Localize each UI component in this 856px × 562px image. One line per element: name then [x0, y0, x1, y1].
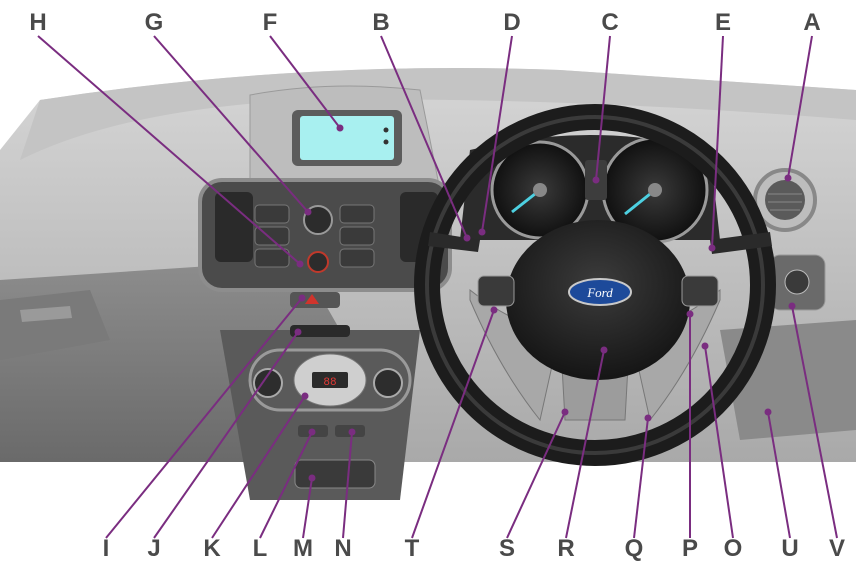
leader-line-v: [791, 305, 838, 539]
callout-letter-h: H: [29, 9, 46, 36]
callout-letter-g: G: [145, 9, 164, 36]
leader-line-n: [342, 431, 353, 539]
leader-dot-h: [296, 260, 304, 268]
steering-wheel: Ford: [414, 104, 776, 466]
callout-letter-f: F: [263, 9, 278, 36]
light-switch: [769, 254, 826, 311]
callout-letter-e: E: [715, 9, 731, 36]
callout-letter-l: L: [253, 535, 268, 562]
leader-line-i: [105, 297, 303, 539]
callout-letter-k: K: [203, 535, 221, 562]
leader-line-k: [211, 395, 306, 539]
leader-dot-d: [478, 228, 486, 236]
temp-knob: [253, 368, 283, 398]
leader-line-a: [787, 35, 813, 179]
leader-dot-u: [764, 408, 772, 416]
leader-dot-l: [308, 428, 316, 436]
hazard-triangle-icon: [305, 294, 319, 304]
callout-letter-q: Q: [625, 535, 644, 562]
callout-letter-i: I: [103, 535, 110, 562]
callout-letter-r: R: [557, 535, 574, 562]
leader-line-e: [711, 35, 724, 249]
callout-letter-m: M: [293, 535, 313, 562]
callout-letter-c: C: [601, 9, 618, 36]
leader-dot-s: [561, 408, 569, 416]
callout-letter-u: U: [781, 535, 798, 562]
vent-slot: [290, 325, 350, 337]
display-unit: [292, 110, 402, 166]
leader-dot-r: [600, 346, 608, 354]
leader-line-j: [153, 331, 299, 539]
fan-knob: [373, 368, 403, 398]
leader-dot-e: [708, 244, 716, 252]
leader-dot-o: [701, 342, 709, 350]
callout-letter-s: S: [499, 535, 515, 562]
display-screen: [300, 116, 394, 160]
storage-tray: [294, 459, 376, 489]
callout-letter-d: D: [503, 9, 520, 36]
brand-badge: [568, 278, 632, 306]
leader-dot-p: [686, 310, 694, 318]
leader-line-t: [411, 309, 495, 539]
callout-letter-j: J: [147, 535, 160, 562]
callout-letter-v: V: [829, 535, 845, 562]
leader-line-f: [269, 35, 341, 129]
leader-dot-a: [784, 174, 792, 182]
power-knob: [307, 251, 329, 273]
leader-line-m: [302, 477, 313, 539]
svg-text:88: 88: [323, 377, 336, 389]
leader-line-c: [595, 35, 611, 181]
leader-dot-q: [644, 414, 652, 422]
leader-line-h: [37, 35, 301, 265]
leader-dot-g: [304, 208, 312, 216]
leader-dot-k: [301, 392, 309, 400]
leader-dot-f: [336, 124, 344, 132]
leader-line-q: [633, 417, 649, 539]
brand-badge-text: Ford: [586, 285, 613, 300]
callout-letter-b: B: [372, 9, 389, 36]
leader-dot-m: [308, 474, 316, 482]
callout-letter-a: A: [803, 9, 820, 36]
wheel-controls-right: [681, 275, 719, 307]
callout-letter-o: O: [724, 535, 743, 562]
wiper-and-indicator-stalks: [428, 232, 772, 254]
callout-letter-n: N: [334, 535, 351, 562]
air-vent-right: [753, 168, 817, 232]
leader-dot-t: [490, 306, 498, 314]
callout-letter-t: T: [405, 535, 420, 562]
leader-line-d: [481, 35, 513, 233]
leader-line-g: [153, 35, 309, 213]
leader-line-l: [259, 431, 313, 539]
wheel-controls-left: [477, 275, 515, 307]
leader-dot-i: [298, 294, 306, 302]
instrument-cluster: [460, 135, 720, 244]
leader-line-u: [767, 411, 791, 539]
callout-letter-p: P: [682, 535, 698, 562]
callout-letters-top: H G F B D C E A: [29, 9, 820, 36]
leader-lines: [37, 35, 838, 539]
leader-line-s: [506, 411, 566, 539]
callout-letters-bottom: I J K L M N T S R Q P O U V: [103, 535, 845, 562]
climate-controls: 88: [248, 348, 412, 489]
leader-dot-j: [294, 328, 302, 336]
leader-dot-c: [592, 176, 600, 184]
leader-line-b: [380, 35, 468, 239]
leader-dot-n: [348, 428, 356, 436]
leader-dot-v: [788, 302, 796, 310]
leader-line-r: [565, 349, 605, 539]
leader-dot-b: [463, 234, 471, 242]
leader-line-o: [704, 345, 734, 539]
